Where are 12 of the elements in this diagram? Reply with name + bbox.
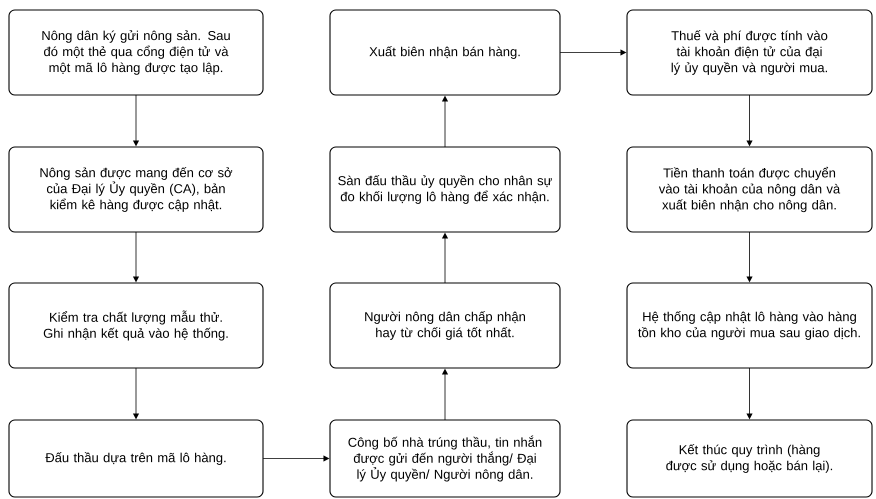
process-box: Tiền thanh toán được chuyển vào tài khoản của nông dân và xuất biên nhận cho nông dân.	[626, 146, 873, 233]
process-box: Người nông dân chấp nhận hay từ chối giá tốt nhất.	[329, 282, 561, 369]
process-box: Hệ thống cập nhật lô hàng vào hàng tồn kho của người mua sau giao dịch.	[626, 282, 873, 369]
process-box: Nông sản được mang đến cơ sở của Đại lý Ủy quyền (CA), bản kiểm kê hàng được cập nhật.	[8, 146, 264, 233]
process-box: Đấu thầu dựa trên mã lô hàng.	[8, 419, 264, 498]
process-box: Sàn đấu thầu ủy quyền cho nhân sự đo khối lượng lô hàng để xác nhận.	[329, 146, 561, 233]
process-box: Xuất biên nhận bán hàng.	[329, 9, 561, 96]
process-box: Kết thúc quy trình (hàng được sử dụng hoặc bán lại).	[626, 419, 873, 498]
process-box: Thuế và phí được tính vào tài khoản điện tử của đại lý ủy quyền và người mua.	[626, 9, 873, 96]
process-box: Công bố nhà trúng thầu, tin nhắn được gửi đến người thắng/ Đại lý Ủy quyền/ Người nông dân.	[329, 419, 561, 498]
process-box: Kiểm tra chất lượng mẫu thử. Ghi nhận kết quả vào hệ thống.	[8, 282, 264, 369]
process-box: Nông dân ký gửi nông sản. Sau đó một thẻ qua cổng điện tử và một mã lô hàng được tạo lập.	[8, 9, 264, 96]
